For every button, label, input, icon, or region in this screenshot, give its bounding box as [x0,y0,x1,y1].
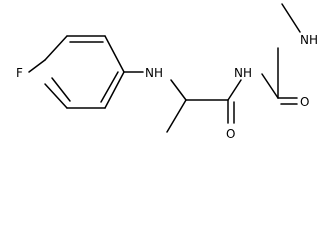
ring-double-bond-right [100,71,119,103]
urea-oxygen-label: O [300,95,309,109]
molecule-diagram: F NH O NH O NH [16,3,318,141]
ring-bond-bottom-left [44,83,68,109]
alpha-carbon-methyl-bond [166,99,187,133]
carbonyl-imide-nh-bond [227,79,242,101]
nh-alpha-carbon-bond [170,79,187,101]
c-f-bond-visible [28,59,46,73]
ring-bond-top-left [44,35,68,61]
nh-terminal-methyl-bond [281,3,301,33]
methyl-nh-label: NH [300,33,318,47]
imide-urea-carbon-bond [261,73,279,99]
amine-nh-label: NH [145,66,163,80]
ring-bond-top-right [104,35,125,73]
ring-bond-bottom-right [104,71,125,109]
ring-double-bond-left [51,77,71,102]
fluorine-label: F [16,66,23,80]
structure-canvas: F NH O NH O NH [16,3,318,141]
benzene-ring [44,35,125,109]
amide-oxygen-label: O [226,127,235,141]
imide-nh-label: NH [234,66,252,80]
